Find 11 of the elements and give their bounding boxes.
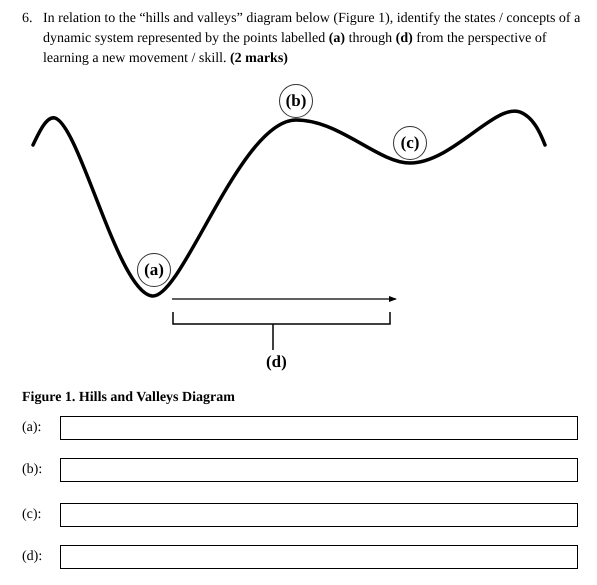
answer-label: (a): bbox=[22, 420, 42, 436]
bracket-label: (d) bbox=[266, 352, 287, 372]
circled-point-label: (a) bbox=[137, 253, 171, 287]
answer-label: (d): bbox=[22, 549, 42, 565]
question-number: 6. bbox=[22, 10, 32, 28]
circled-point-label: (b) bbox=[279, 84, 313, 118]
answer-label: (c): bbox=[22, 507, 42, 523]
question-text: In relation to the “hills and valleys” diagram below (Figure 1), identify the states / concepts of a dynamic system represented by the points labelled (a) through (d) from the perspective of learning a new movement / skill. (2 marks) bbox=[43, 10, 582, 68]
circled-point-label: (c) bbox=[393, 126, 427, 160]
answer-label: (b): bbox=[22, 462, 42, 478]
figure-caption: Figure 1. Hills and Valleys Diagram bbox=[22, 390, 235, 406]
